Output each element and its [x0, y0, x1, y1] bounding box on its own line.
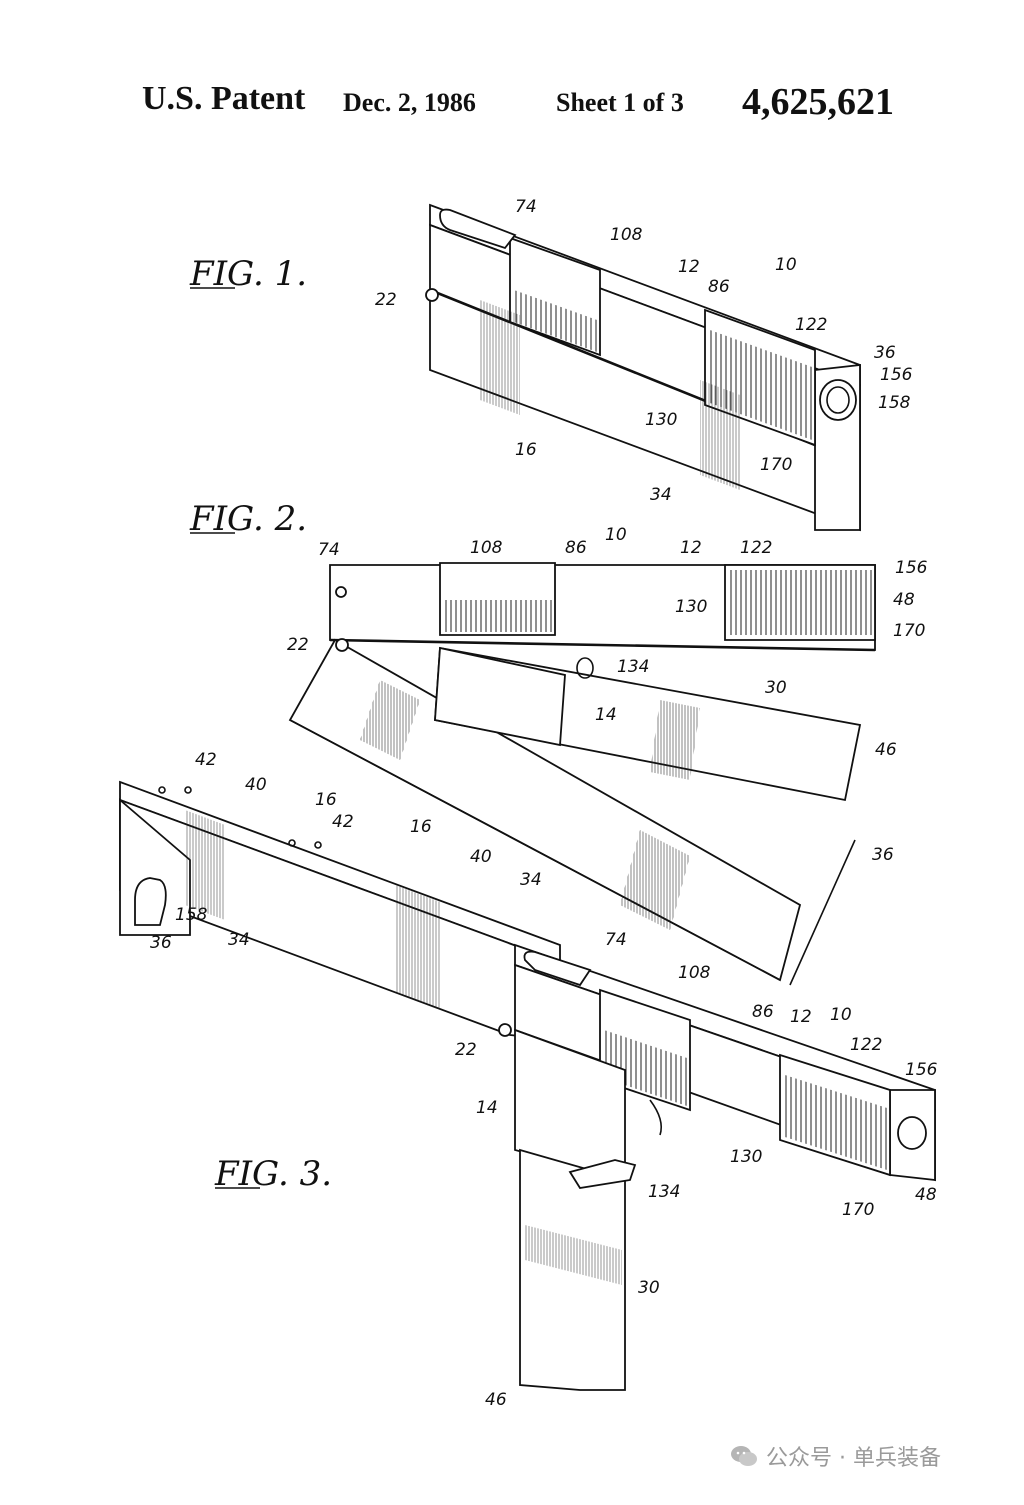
fig3-ref-42a: 42 [195, 750, 217, 770]
fig3-ref-30: 30 [638, 1278, 660, 1298]
fig1-ref-22: 22 [375, 290, 397, 310]
fig3-ref-16: 16 [315, 790, 337, 810]
fig3-ref-158: 158 [175, 905, 208, 925]
fig1-ref-36: 36 [874, 343, 896, 363]
fig2-ref-156: 156 [895, 558, 928, 578]
fig2-ref-30: 30 [765, 678, 787, 698]
watermark: 公众号 · 单兵装备 [730, 1440, 941, 1472]
figure-1: FIG. 1. 74 108 12 86 10 22 122 36 156 15… [189, 197, 913, 532]
fig3-ref-122: 122 [850, 1035, 882, 1055]
fig3-ref-22: 22 [455, 1040, 477, 1060]
fig1-muzzle [819, 379, 857, 421]
patent-number: 4,625,621 [742, 81, 894, 123]
fig3-ref-12: 12 [790, 1007, 812, 1027]
fig3-ref-86: 86 [752, 1002, 774, 1022]
fig1-ref-12: 12 [678, 257, 700, 277]
fig3-ref-34: 34 [228, 930, 250, 950]
fig2-ref-22: 22 [287, 635, 309, 655]
patent-date: Dec. 2, 1986 [343, 88, 476, 117]
fig3-ref-10: 10 [830, 1005, 852, 1025]
fig1-ref-158: 158 [878, 393, 911, 413]
sheet-number: Sheet 1 of 3 [556, 88, 684, 117]
fig2-mag-housing [434, 646, 566, 747]
fig2-ref-46: 46 [875, 740, 897, 760]
fig3-ref-156: 156 [905, 1060, 938, 1080]
fig2-ref-122: 122 [740, 538, 772, 558]
fig1-ref-108: 108 [610, 225, 643, 245]
fig2-ref-40: 40 [470, 847, 492, 867]
fig1-hinge [425, 288, 439, 302]
fig3-ref-48: 48 [915, 1185, 937, 1205]
fig3-ref-14: 14 [476, 1098, 498, 1118]
fig1-ref-10: 10 [775, 255, 797, 275]
fig2-ref-170: 170 [893, 621, 925, 641]
fig2-ref-16: 16 [410, 817, 432, 837]
fig3-muzzle [897, 1116, 927, 1150]
fig2-ref-48: 48 [893, 590, 915, 610]
fig3-ref-74: 74 [605, 930, 627, 950]
watermark-text: 公众号 · 单兵装备 [766, 1446, 941, 1471]
fig1-ref-170: 170 [760, 455, 792, 475]
fig1-ref-122: 122 [795, 315, 827, 335]
fig2-ref-10: 10 [605, 525, 627, 545]
fig2-ref-108: 108 [470, 538, 503, 558]
fig2-ref-130: 130 [675, 597, 707, 617]
figure-2: FIG. 2. 74 108 86 10 12 122 156 48 22 13… [189, 499, 928, 986]
wechat-icon [731, 1446, 757, 1466]
fig1-ref-86: 86 [708, 277, 730, 297]
fig3-ref-40: 40 [245, 775, 267, 795]
fig1-ref-130: 130 [645, 410, 677, 430]
fig2-ref-36: 36 [872, 845, 894, 865]
patent-title: U.S. Patent [142, 80, 306, 117]
fig3-ref-46: 46 [485, 1390, 507, 1410]
fig1-ref-74: 74 [515, 197, 537, 217]
fig3-ref-134: 134 [648, 1182, 680, 1202]
fig1-ref-156: 156 [880, 365, 913, 385]
fig3-ref-108: 108 [678, 963, 711, 983]
figure-3: FIG. 3. 42 40 16 42 158 36 34 74 108 86 … [119, 750, 938, 1410]
fig3-ref-42b: 42 [332, 812, 354, 832]
fig3-ref-130: 130 [730, 1147, 762, 1167]
fig2-ref-14: 14 [595, 705, 617, 725]
fig2-ref-86: 86 [565, 538, 587, 558]
fig3-ref-36: 36 [150, 933, 172, 953]
fig3-ref-170: 170 [842, 1200, 874, 1220]
fig2-ref-12: 12 [680, 538, 702, 558]
fig1-ref-16: 16 [515, 440, 537, 460]
fig2-ref-134: 134 [617, 657, 649, 677]
fig2-ref-34: 34 [520, 870, 542, 890]
fig2-ref-74: 74 [318, 540, 340, 560]
fig1-ref-34: 34 [650, 485, 672, 505]
